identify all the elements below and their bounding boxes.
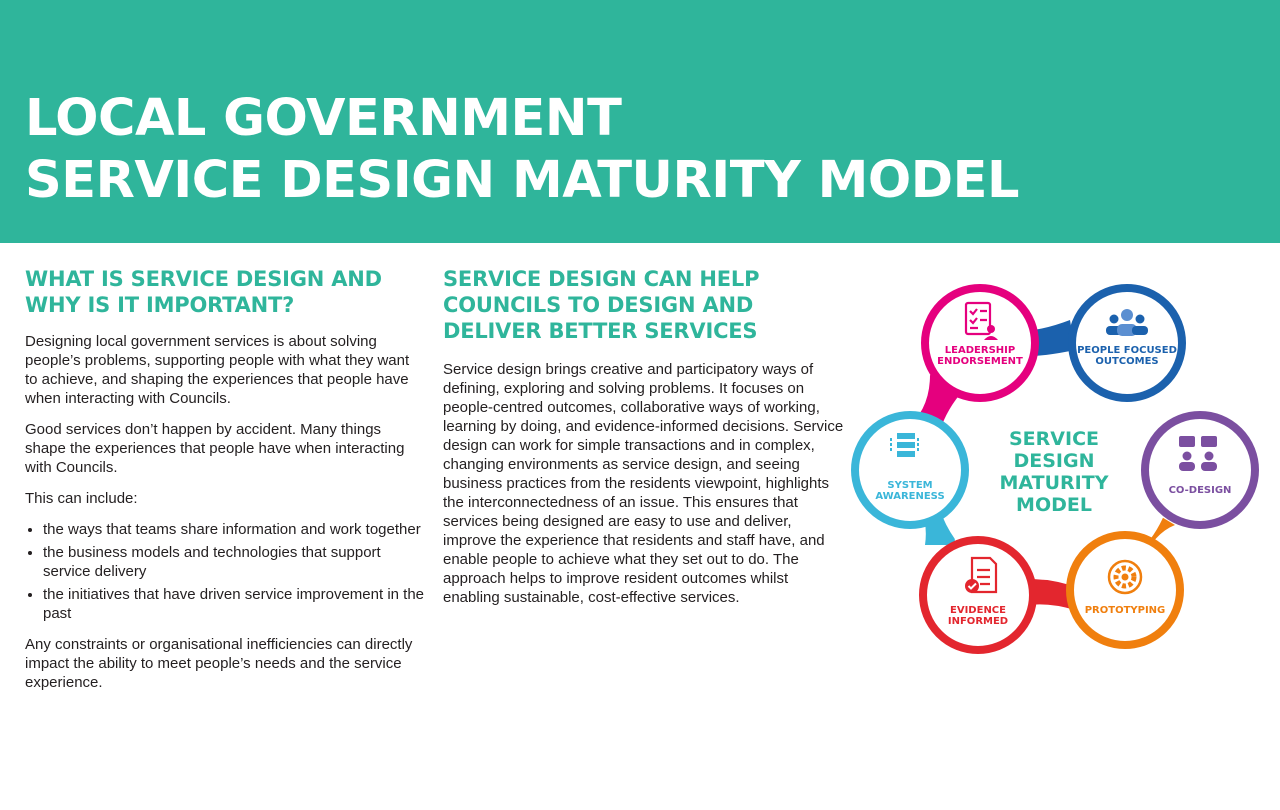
- list-item: the initiatives that have driven service…: [43, 585, 425, 623]
- node-co-design: CO-DESIGN: [1141, 411, 1259, 529]
- center-label-line: DESIGN: [1013, 450, 1094, 472]
- node-evidence-informed: EVIDENCE INFORMED: [919, 536, 1037, 654]
- list-item: the ways that teams share information an…: [43, 520, 425, 539]
- conversation-icon: [1179, 436, 1217, 471]
- node-label: PEOPLE FOCUSED: [1077, 345, 1177, 356]
- heading-line: WHY IS IT IMPORTANT?: [25, 293, 295, 317]
- node-label: AWARENESS: [875, 491, 944, 502]
- heading-line: COUNCILS TO DESIGN AND: [443, 293, 754, 317]
- bullet-list: the ways that teams share information an…: [25, 520, 425, 623]
- node-label: OUTCOMES: [1095, 356, 1158, 367]
- node-label: LEADERSHIP: [945, 345, 1015, 356]
- center-label-line: MATURITY: [1000, 472, 1109, 494]
- people-group-icon: [1106, 309, 1148, 336]
- system-flow-icon: [890, 433, 919, 457]
- document-check-icon: [965, 556, 998, 594]
- paragraph: Any constraints or organisational ineffi…: [25, 636, 413, 691]
- node-leadership-endorsement: LEADERSHIP ENDORSEMENT: [921, 284, 1039, 402]
- node-label: INFORMED: [948, 616, 1008, 627]
- node-prototyping: PROTOTYPING: [1066, 531, 1184, 649]
- node-label: ENDORSEMENT: [937, 356, 1023, 367]
- center-label-line: MODEL: [1016, 494, 1092, 516]
- heading-line: SERVICE DESIGN CAN HELP: [443, 267, 760, 291]
- maturity-model-diagram: LEADERSHIP ENDORSEMENT PEOPLE FOCUSED OU…: [851, 284, 1259, 654]
- center-label-line: SERVICE: [1009, 428, 1099, 450]
- gear-cycle-icon: [1107, 559, 1143, 595]
- checklist-icon: [964, 301, 998, 340]
- center-label: SERVICE DESIGN MATURITY MODEL: [1000, 428, 1109, 516]
- list-item: the business models and technologies tha…: [43, 543, 425, 581]
- node-label: PROTOTYPING: [1085, 605, 1166, 616]
- node-label: CO-DESIGN: [1169, 485, 1232, 496]
- node-system-awareness: SYSTEM AWARENESS: [851, 411, 969, 529]
- paragraph: This can include:: [25, 490, 138, 507]
- node-label: SYSTEM: [887, 480, 932, 491]
- title-line-1: LOCAL GOVERNMENT: [25, 89, 622, 148]
- node-people-focused-outcomes: PEOPLE FOCUSED OUTCOMES: [1068, 284, 1186, 402]
- paragraph: Good services don’t happen by accident. …: [25, 421, 405, 476]
- node-label: EVIDENCE: [950, 605, 1006, 616]
- paragraph: Service design brings creative and parti…: [443, 361, 844, 606]
- center-blob: [933, 363, 1175, 580]
- heading-line: WHAT IS SERVICE DESIGN AND: [25, 267, 382, 291]
- paragraph: Designing local government services is a…: [25, 333, 410, 407]
- title-line-2: SERVICE DESIGN MATURITY MODEL: [25, 151, 1019, 210]
- heading-line: DELIVER BETTER SERVICES: [443, 319, 758, 343]
